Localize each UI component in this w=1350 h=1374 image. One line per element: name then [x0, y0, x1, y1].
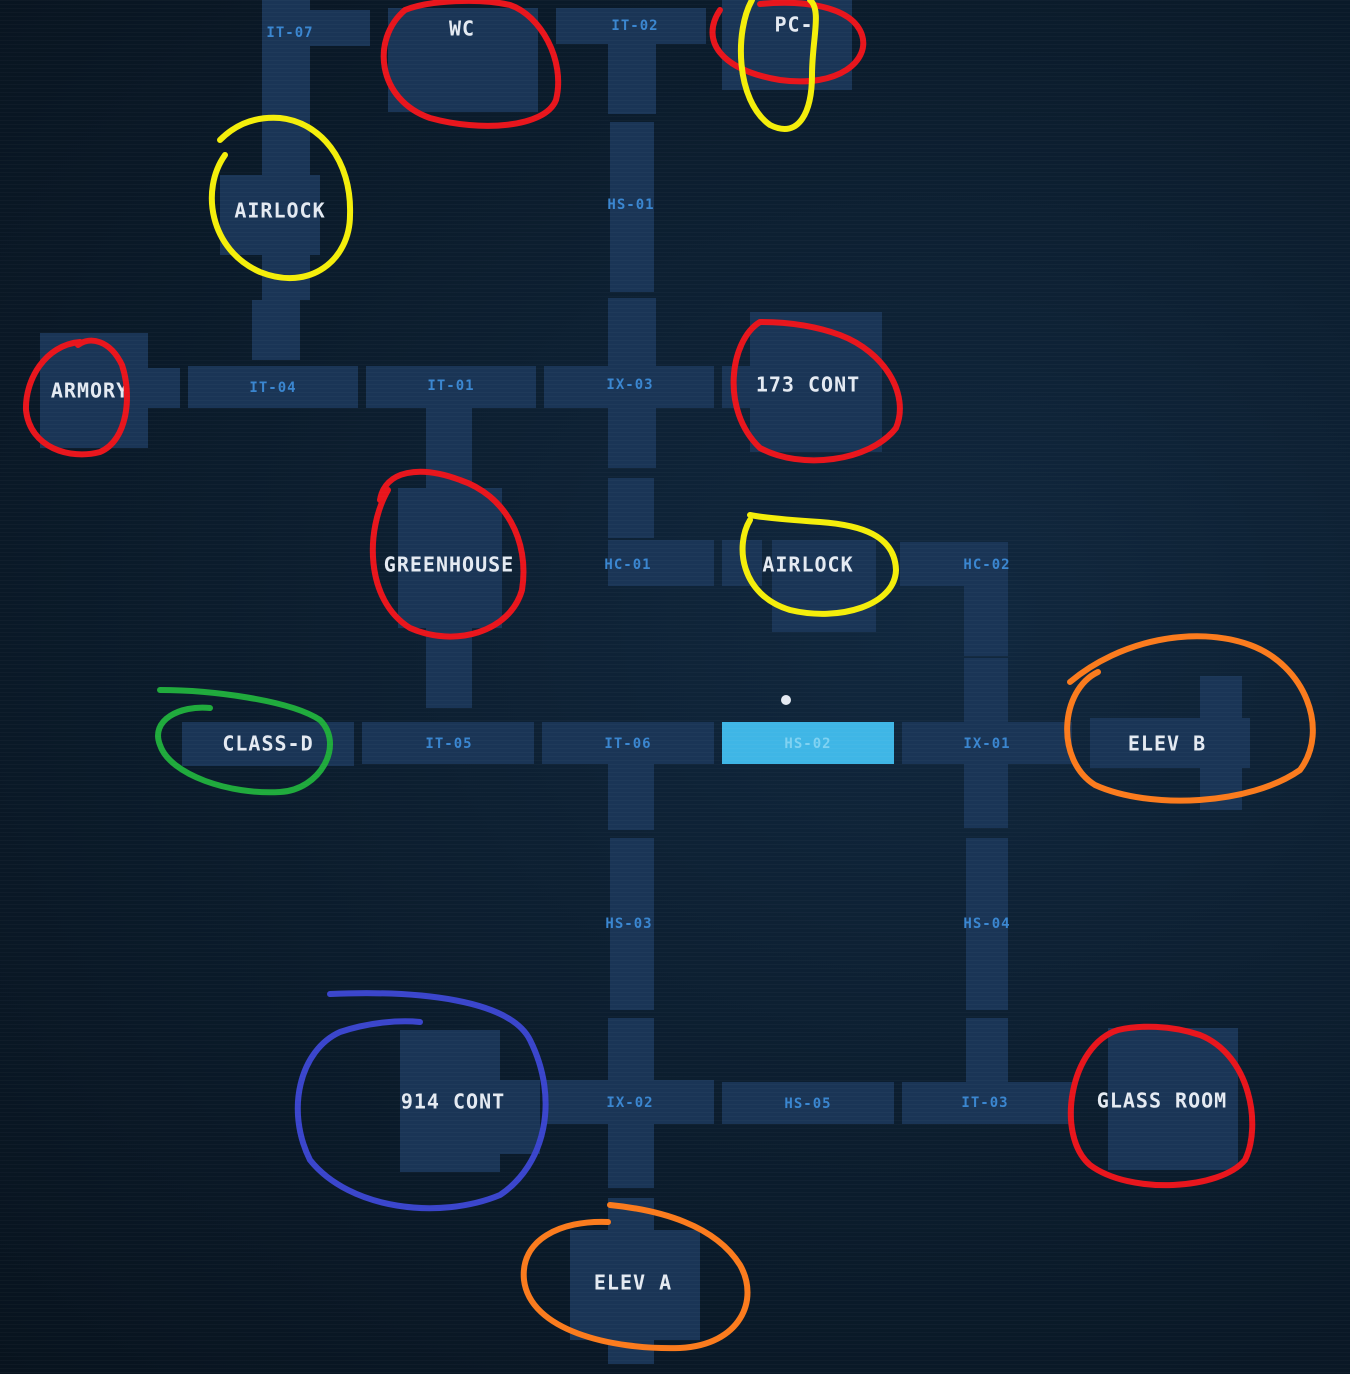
corridor-block-hc-01-vertical — [608, 478, 654, 538]
room-label-glass-room: GLASS ROOM — [1097, 1089, 1227, 1113]
annotation-ring-elev-a — [520, 1202, 751, 1352]
corridor-block-it-04 — [188, 366, 358, 408]
annotation-ring-class-d — [155, 687, 333, 796]
corridor-label-it-02: IT-02 — [611, 18, 658, 34]
corridor-block-it-01 — [366, 366, 536, 408]
annotation-ring-airlock-nw — [208, 114, 354, 282]
corridor-block-it-02-stem — [608, 44, 656, 114]
corridor-block-hc-01 — [608, 540, 714, 586]
room-block-wc — [388, 8, 538, 112]
annotation-ring-elev-b — [1064, 633, 1316, 804]
annotation-rings — [22, 0, 1316, 1352]
corridor-label-it-03: IT-03 — [961, 1095, 1008, 1111]
corridor-label-hs-01: HS-01 — [607, 197, 654, 213]
room-block-173-cont — [750, 312, 882, 452]
player-marker — [781, 695, 791, 705]
corridor-block-ix-01-vertical — [964, 658, 1008, 828]
corridor-block-it-05-link — [426, 628, 472, 708]
corridor-label-it-01: IT-01 — [427, 378, 474, 394]
room-label-elev-b: ELEV B — [1128, 732, 1206, 756]
corridor-labels: IT-07 IT-02 HS-01 IT-04 IT-01 IX-03 HC-0… — [249, 18, 1010, 1112]
room-block-914-side — [500, 1080, 540, 1154]
corridor-block-hs-02-current — [722, 722, 894, 764]
corridor-block-hs-01 — [610, 122, 654, 292]
room-block-airlock-nw — [220, 175, 320, 255]
corridor-label-it-07: IT-07 — [266, 25, 313, 41]
corridor-block-it-06 — [542, 722, 714, 764]
annotation-ring-armory — [22, 337, 130, 458]
annotation-ring-wc — [380, 0, 562, 129]
corridor-block-hs-03 — [610, 838, 654, 1010]
corridor-label-hs-05: HS-05 — [784, 1096, 831, 1112]
annotation-ring-greenhouse — [369, 468, 527, 640]
corridor-label-it-06: IT-06 — [604, 736, 651, 752]
room-labels: WC PC- AIRLOCK ARMORY 173 CONT GREENHOUS… — [51, 13, 1227, 1295]
corridor-label-hc-01: HC-01 — [604, 557, 651, 573]
corridor-block-hs-04 — [966, 838, 1008, 1010]
corridor-label-it-04: IT-04 — [249, 380, 296, 396]
corridor-label-ix-03: IX-03 — [606, 377, 653, 393]
room-label-airlock-nw: AIRLOCK — [234, 199, 325, 223]
corridor-block-armory-door — [148, 368, 180, 408]
annotation-ring-914-cont — [294, 990, 549, 1212]
room-block-914-cont — [400, 1030, 500, 1172]
annotation-ring-173-cont — [730, 319, 903, 464]
room-label-class-d: CLASS-D — [222, 732, 313, 756]
corridor-block-it-06-vertical — [608, 764, 654, 830]
corridor-block-it-03 — [902, 1082, 1074, 1124]
room-label-173-cont: 173 CONT — [756, 373, 860, 397]
corridor-label-ix-02: IX-02 — [606, 1095, 653, 1111]
corridor-block-it-07 — [262, 10, 370, 46]
corridor-block-hs-05 — [722, 1082, 894, 1124]
corridor-block-ix-02-vertical — [608, 1018, 654, 1188]
corridor-block-it-03-vertical — [966, 1018, 1008, 1084]
room-block-elev-b — [1200, 676, 1242, 810]
room-block-elev-a — [570, 1230, 700, 1340]
corridor-block-it-02 — [556, 8, 706, 44]
corridor-block-hc-02 — [900, 542, 1008, 586]
room-block-glass-room — [1108, 1028, 1238, 1170]
map-blocks — [40, 0, 1250, 1364]
annotation-ring-airlock-c — [739, 512, 900, 617]
corridor-label-hs-04: HS-04 — [963, 916, 1010, 932]
room-label-wc: WC — [449, 17, 475, 41]
corridor-label-ix-01: IX-01 — [963, 736, 1010, 752]
annotation-ring-pc — [709, 0, 867, 85]
room-label-914-cont: 914 CONT — [401, 1090, 505, 1114]
room-label-armory: ARMORY — [51, 379, 129, 403]
room-label-airlock-c: AIRLOCK — [762, 553, 853, 577]
room-label-greenhouse: GREENHOUSE — [384, 553, 514, 577]
room-label-pc: PC- — [774, 13, 813, 37]
corridor-block-ix-03-vertical — [608, 298, 656, 468]
corridor-block-it-05 — [362, 722, 534, 764]
corridor-label-it-05: IT-05 — [425, 736, 472, 752]
corridor-label-hc-02: HC-02 — [963, 557, 1010, 573]
annotation-ring-pc-yellow — [737, 0, 819, 132]
room-block-greenhouse — [398, 488, 502, 628]
corridor-block-hc-02-vertical — [964, 586, 1008, 656]
corridor-label-hs-03: HS-03 — [605, 916, 652, 932]
annotation-ring-glass-room — [1067, 1023, 1256, 1189]
corridor-block-airlock-link — [252, 300, 300, 360]
corridor-label-hs-02: HS-02 — [784, 736, 831, 752]
room-label-elev-a: ELEV A — [594, 1271, 672, 1295]
